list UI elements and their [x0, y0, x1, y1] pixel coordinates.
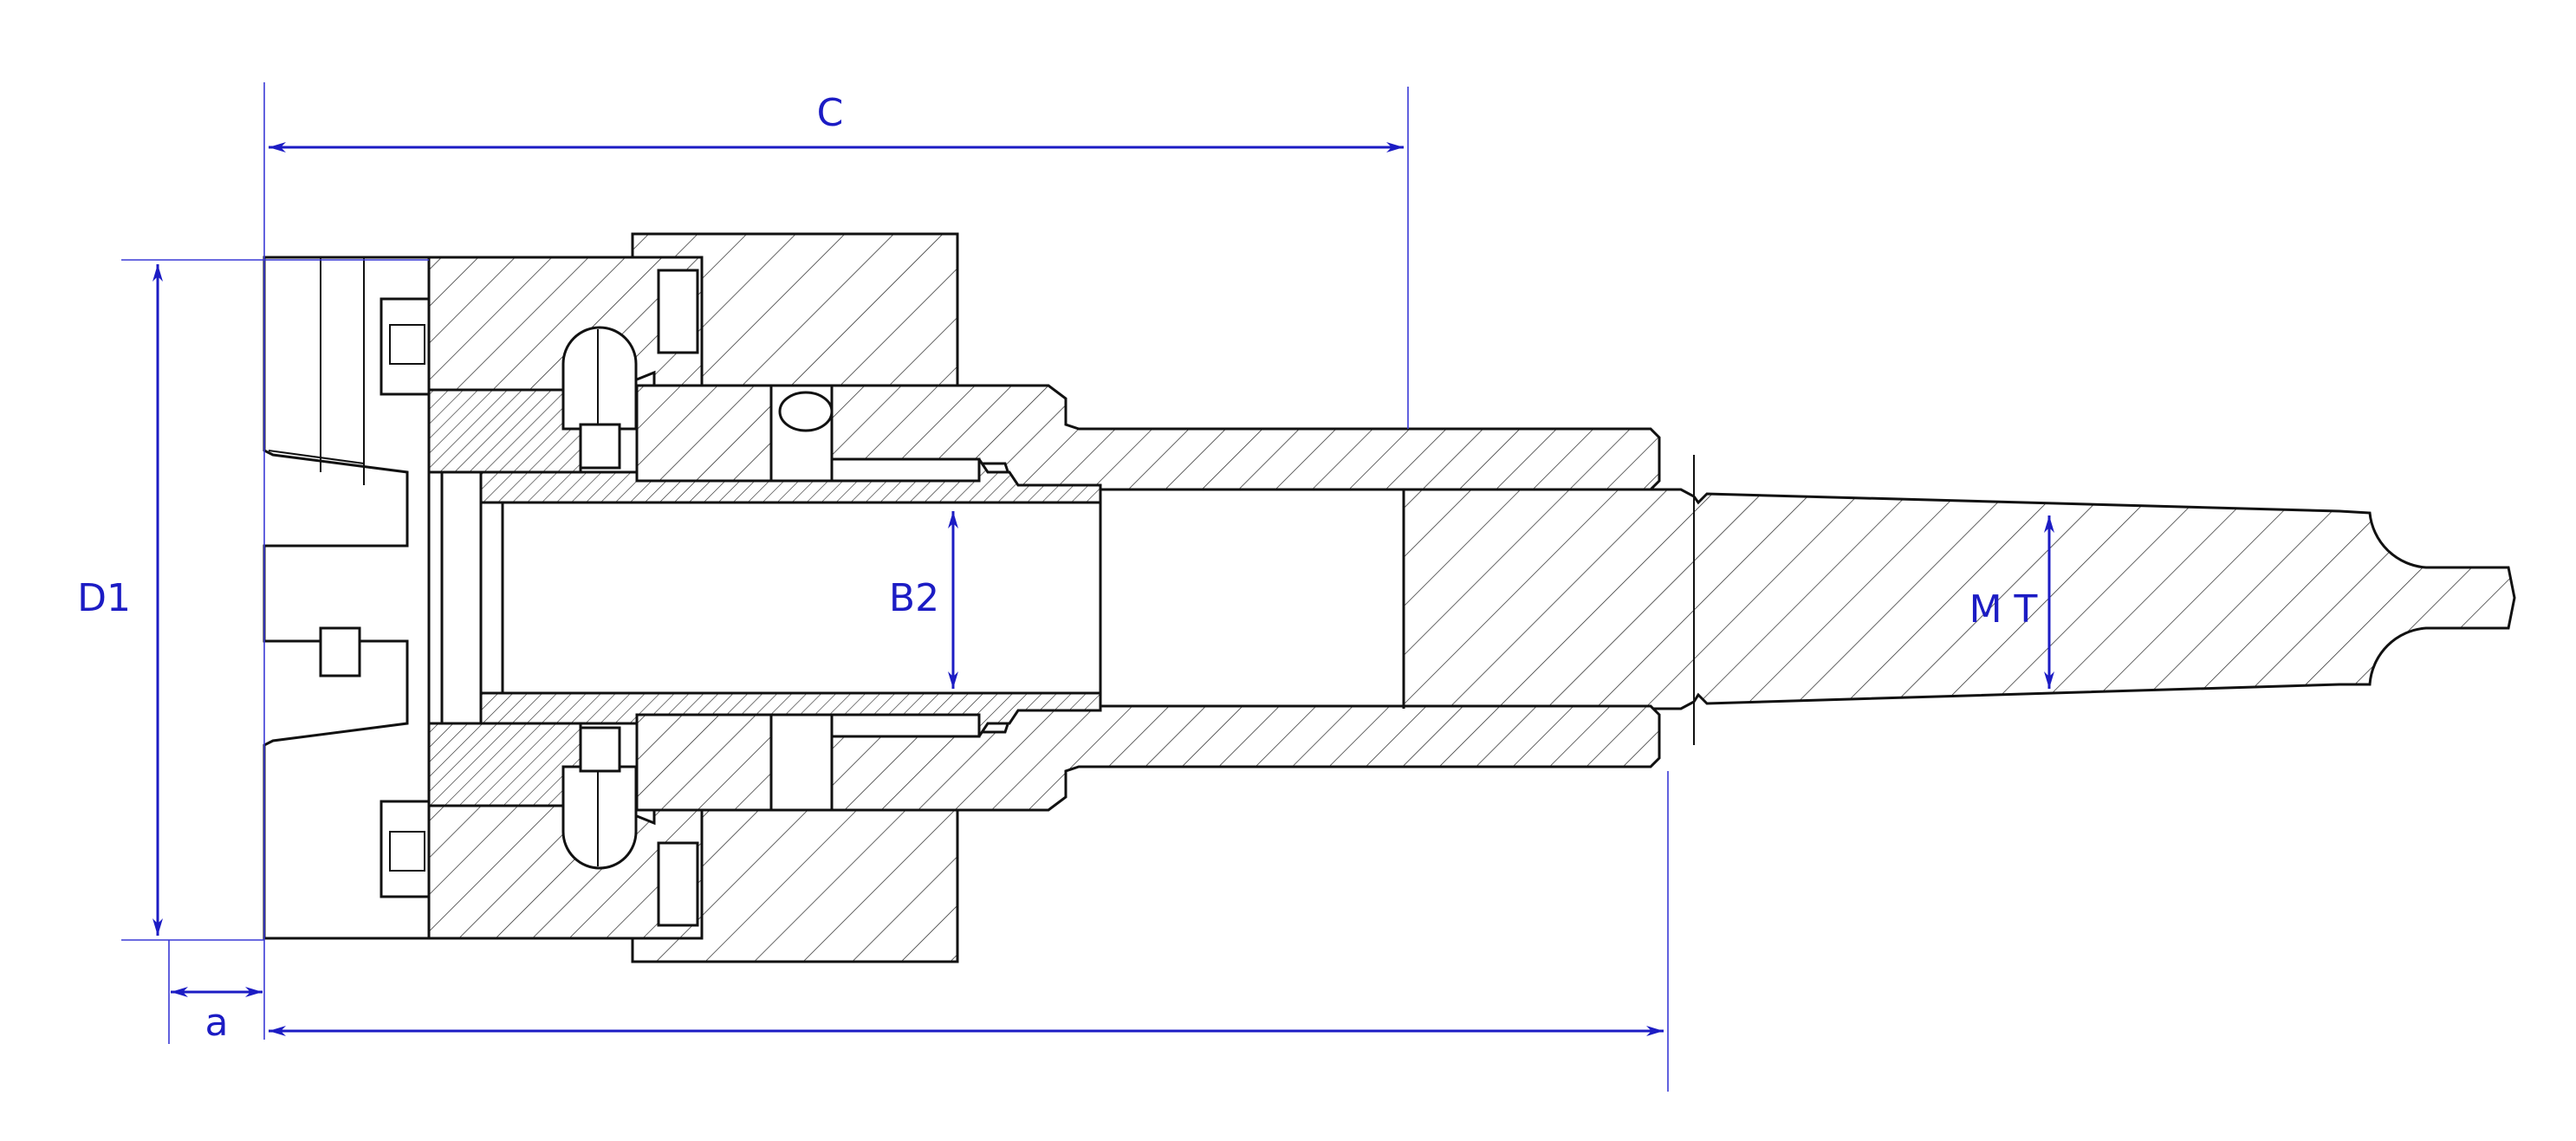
adapter-head	[263, 256, 444, 940]
inner-bore	[501, 501, 1102, 695]
pin-upper	[579, 423, 621, 470]
adapter-key	[319, 626, 361, 677]
keyway-lower	[830, 713, 981, 738]
body-tube-upper	[830, 384, 1661, 491]
slot-lower	[657, 841, 699, 927]
roller-upper	[778, 391, 834, 432]
keyway-upper	[830, 457, 981, 483]
dim-b2-label: B2	[889, 576, 939, 620]
dim-mt-label: M T	[1969, 587, 2038, 632]
dim-c-label: C	[817, 91, 844, 135]
ring-lower	[427, 722, 582, 807]
dim-a-label: a	[205, 1001, 229, 1045]
ball-detent-upper	[561, 326, 638, 431]
ball-detent-lower	[561, 765, 638, 870]
dimension-layer: C D1 B2 M T a	[77, 82, 2054, 1092]
slot-upper	[657, 269, 699, 354]
dim-d1-label: D1	[77, 576, 131, 620]
clamp-screw-upper	[380, 297, 431, 396]
tapping-chuck-section	[263, 232, 2516, 963]
morse-taper-shank	[1402, 488, 2516, 710]
body-tube-lower	[830, 704, 1661, 812]
ring-upper	[427, 388, 582, 474]
clamp-screw-lower	[380, 800, 431, 898]
pin-lower	[579, 726, 621, 773]
roller-housing-lower	[769, 713, 834, 812]
